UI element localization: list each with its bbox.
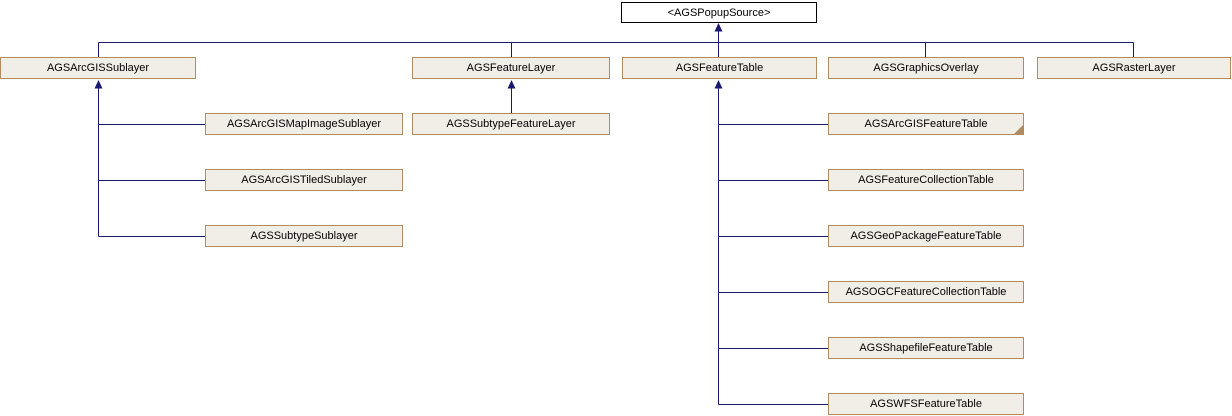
class-node-agsfeaturelayer[interactable]: AGSFeatureLayer: [412, 57, 610, 79]
class-node-agspopupsource: <AGSPopupSource>: [621, 2, 817, 23]
class-node-agsgraphicsoverlay[interactable]: AGSGraphicsOverlay: [828, 57, 1024, 79]
class-node-agssubtypesublayer[interactable]: AGSSubtypeSublayer: [205, 225, 403, 247]
class-node-agsshapefilefeaturetable[interactable]: AGSShapefileFeatureTable: [828, 337, 1024, 359]
class-node-agsrasterlayer[interactable]: AGSRasterLayer: [1037, 57, 1231, 79]
class-node-agsfeaturecollectiontable[interactable]: AGSFeatureCollectionTable: [828, 169, 1024, 191]
class-node-agsarcgistiledsublayer[interactable]: AGSArcGISTiledSublayer: [205, 169, 403, 191]
class-node-agsfeaturetable[interactable]: AGSFeatureTable: [622, 57, 817, 79]
arrowhead-to-featuretable: [714, 80, 723, 89]
truncated-fold-corner-icon: [1014, 125, 1023, 134]
class-node-agsarcgisfeaturetable[interactable]: AGSArcGISFeatureTable: [828, 113, 1024, 135]
class-node-agswfsfeaturetable[interactable]: AGSWFSFeatureTable: [828, 393, 1024, 415]
class-node-agsogcfeaturecollectiontable[interactable]: AGSOGCFeatureCollectionTable: [828, 281, 1024, 303]
arrowhead-to-featurelayer: [507, 80, 516, 89]
class-node-agsarcgismapimagesublayer[interactable]: AGSArcGISMapImageSublayer: [205, 113, 403, 135]
class-node-agsgeopackagefeaturetable[interactable]: AGSGeoPackageFeatureTable: [828, 225, 1024, 247]
arrowhead-to-popupsource: [714, 23, 723, 32]
class-node-agsarcgissublayer[interactable]: AGSArcGISSublayer: [0, 57, 196, 79]
class-node-label: AGSArcGISFeatureTable: [864, 118, 988, 130]
arrowhead-to-arcgissublayer: [94, 80, 103, 89]
class-node-agssubtypefeaturelayer[interactable]: AGSSubtypeFeatureLayer: [412, 113, 610, 135]
